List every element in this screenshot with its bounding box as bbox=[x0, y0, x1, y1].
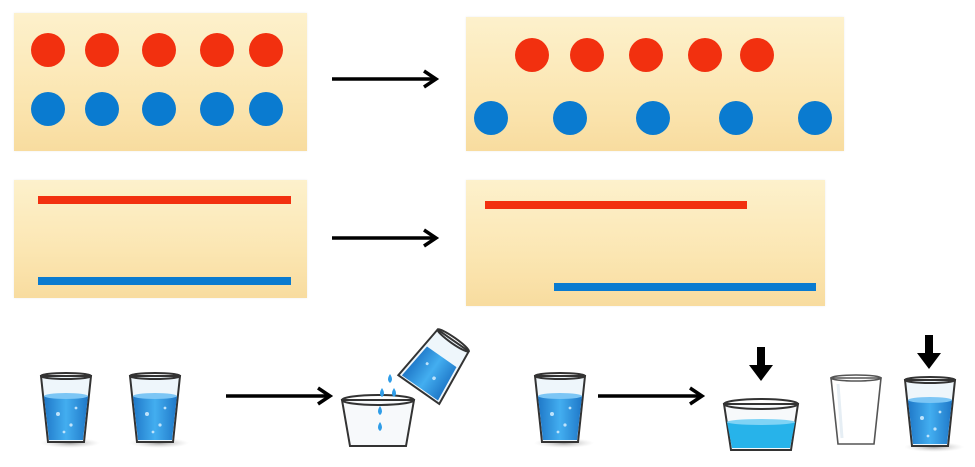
blue-dot bbox=[719, 101, 753, 135]
red-dot bbox=[629, 38, 663, 72]
down-arrow-icon bbox=[917, 335, 941, 369]
blue-bar bbox=[38, 277, 291, 285]
blue-bar bbox=[554, 283, 816, 291]
blue-dot bbox=[31, 92, 65, 126]
blue-dot bbox=[85, 92, 119, 126]
arrow-right-icon bbox=[598, 386, 706, 406]
blue-dot bbox=[142, 92, 176, 126]
dots-panel-after bbox=[466, 17, 844, 151]
red-bar bbox=[485, 201, 747, 209]
blue-dot bbox=[249, 92, 283, 126]
glass-of-water-icon bbox=[39, 372, 100, 448]
arrow-right-icon bbox=[332, 69, 440, 89]
glass-of-water-icon bbox=[903, 376, 964, 452]
bars-panel-before bbox=[14, 180, 307, 298]
blue-dot bbox=[553, 101, 587, 135]
blue-dot bbox=[798, 101, 832, 135]
bars-panel-after bbox=[466, 180, 825, 306]
red-dot bbox=[740, 38, 774, 72]
red-dot bbox=[200, 33, 234, 67]
red-dot bbox=[85, 33, 119, 67]
pouring-glass-icon bbox=[340, 328, 471, 447]
blue-dot bbox=[636, 101, 670, 135]
red-dot bbox=[515, 38, 549, 72]
wide-cup-icon bbox=[722, 398, 800, 451]
red-dot bbox=[570, 38, 604, 72]
blue-dot bbox=[474, 101, 508, 135]
red-dot bbox=[142, 33, 176, 67]
arrow-right-icon bbox=[226, 386, 334, 406]
red-dot bbox=[688, 38, 722, 72]
glass-of-water-icon bbox=[128, 372, 189, 448]
red-dot bbox=[249, 33, 283, 67]
red-bar bbox=[38, 196, 291, 204]
red-dot bbox=[31, 33, 65, 67]
empty-glass-icon bbox=[830, 374, 882, 445]
glass-of-water-icon bbox=[533, 372, 594, 448]
arrow-right-icon bbox=[332, 228, 440, 248]
blue-dot bbox=[200, 92, 234, 126]
down-arrow-icon bbox=[749, 347, 773, 381]
dots-panel-before bbox=[14, 13, 307, 151]
